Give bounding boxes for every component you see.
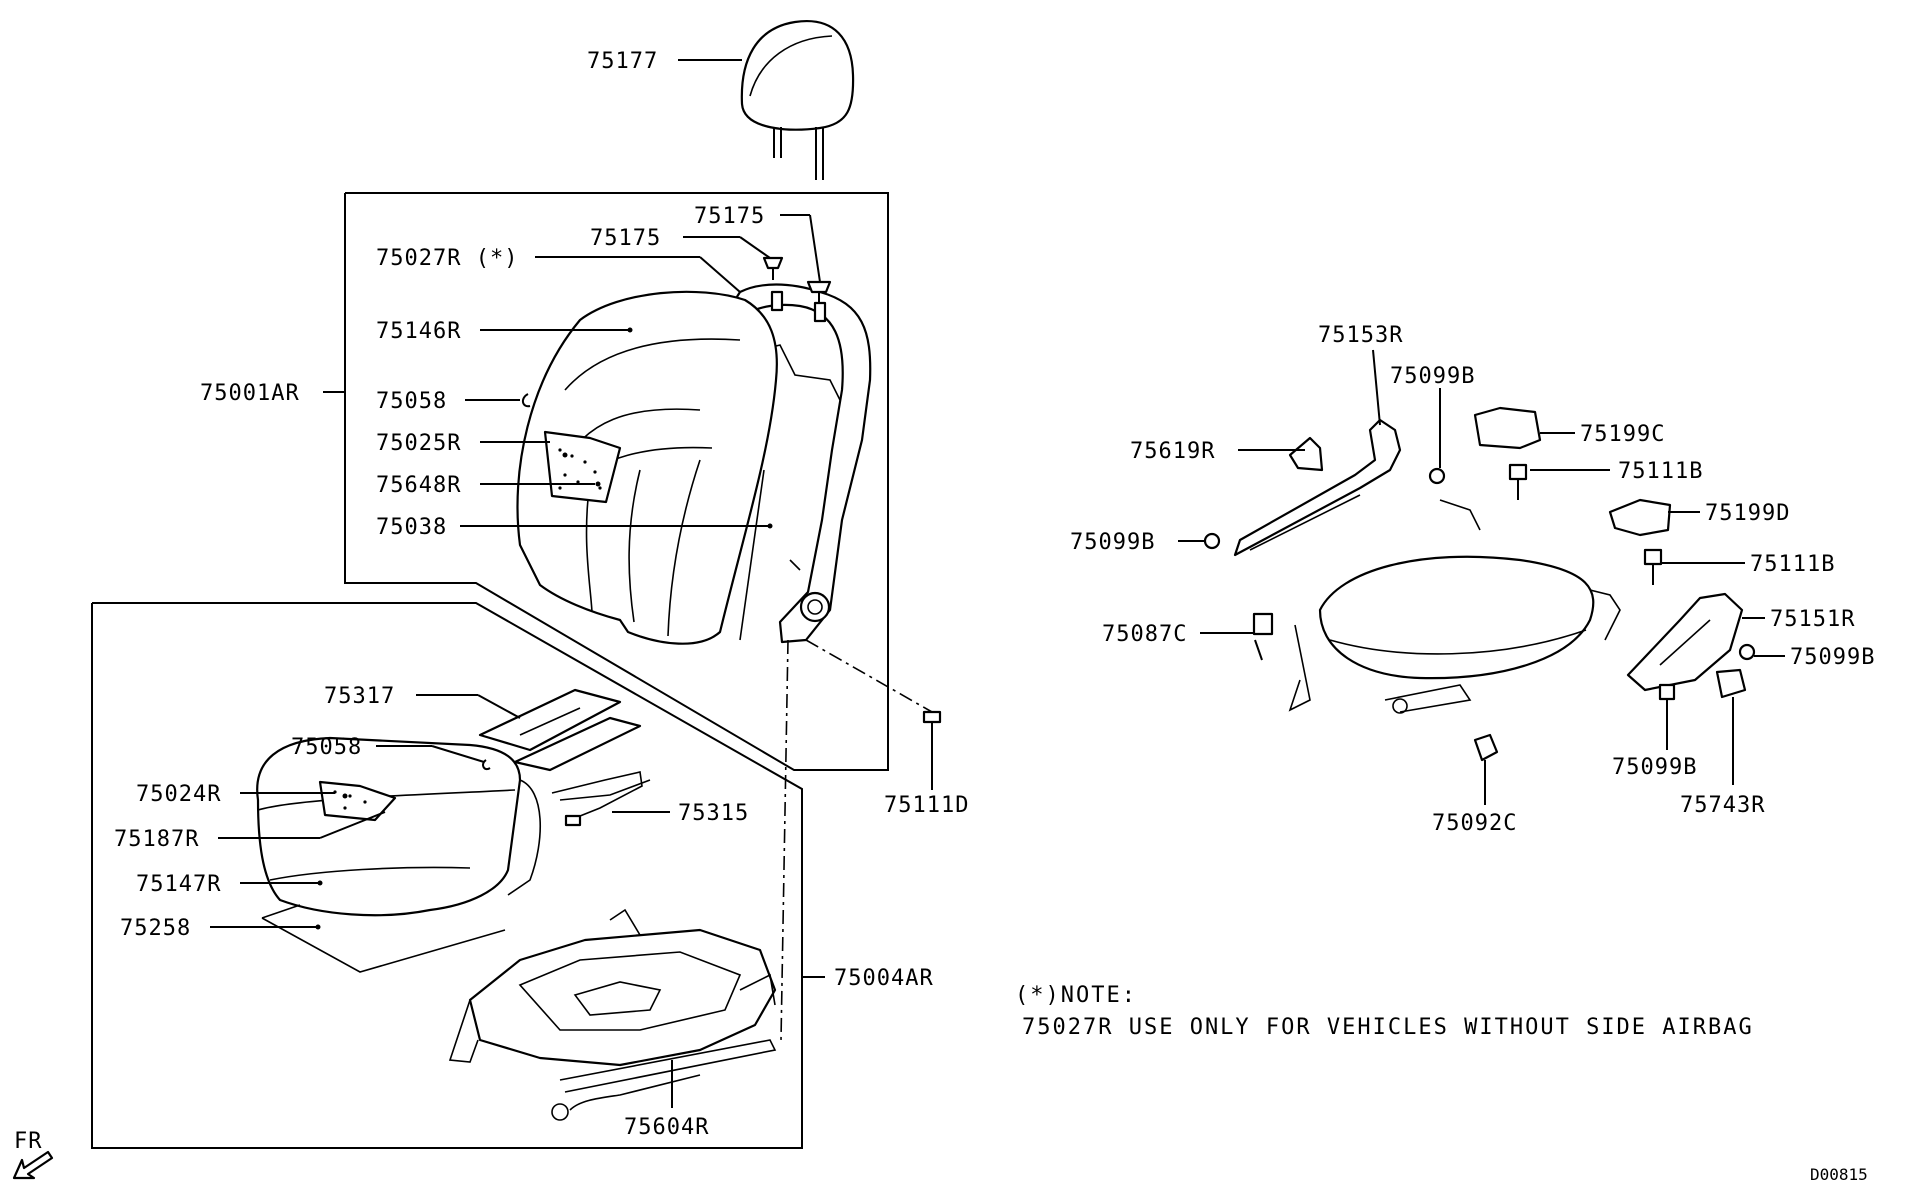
bolt-75099B-b[interactable] bbox=[1203, 532, 1221, 550]
label-75111B-b: 75111B bbox=[1750, 552, 1835, 577]
label-75099B-c: 75099B bbox=[1790, 645, 1875, 670]
label-75147R: 75147R bbox=[136, 872, 221, 897]
label-75038: 75038 bbox=[376, 515, 447, 540]
cushion-harness-75315[interactable] bbox=[551, 771, 651, 827]
label-75111B-a: 75111B bbox=[1618, 459, 1703, 484]
label-75177: 75177 bbox=[587, 49, 658, 74]
slide-rail-75153R[interactable] bbox=[1233, 418, 1402, 557]
label-75315: 75315 bbox=[678, 801, 749, 826]
bolt-75099B-a[interactable] bbox=[1428, 467, 1446, 485]
label-75199D: 75199D bbox=[1705, 501, 1790, 526]
label-75187R: 75187R bbox=[114, 827, 199, 852]
diagram-id: D00815 bbox=[1810, 1165, 1868, 1184]
cushion-assembly-box bbox=[91, 602, 803, 1149]
label-75619R: 75619R bbox=[1130, 439, 1215, 464]
leader-lines bbox=[210, 59, 1785, 1108]
seat-cushion-frame[interactable] bbox=[448, 908, 777, 1121]
label-75175-a: 75175 bbox=[694, 204, 765, 229]
cover-75199C[interactable] bbox=[1473, 406, 1542, 450]
clip-75175-left[interactable] bbox=[762, 256, 784, 280]
cushion-pad[interactable] bbox=[256, 736, 542, 917]
label-75175-b: 75175 bbox=[590, 226, 661, 251]
front-direction-label: FR bbox=[14, 1129, 43, 1154]
label-75258: 75258 bbox=[120, 916, 191, 941]
label-75058-back: 75058 bbox=[376, 389, 447, 414]
hog-ring-75058-cushion[interactable] bbox=[482, 759, 491, 770]
front-direction-indicator: FR bbox=[12, 1129, 54, 1180]
part-labels: 75177 75175 75175 75027R (*) 75146R 7500… bbox=[114, 49, 1875, 1140]
label-75099B-a: 75099B bbox=[1390, 364, 1475, 389]
front-arrow-icon bbox=[12, 1150, 54, 1180]
label-75027R: 75027R (*) bbox=[376, 246, 518, 271]
seatback-assembly-box bbox=[344, 192, 889, 771]
cover-75199D[interactable] bbox=[1608, 498, 1672, 537]
label-75111D: 75111D bbox=[884, 793, 969, 818]
label-75092C: 75092C bbox=[1432, 811, 1517, 836]
label-75087C: 75087C bbox=[1102, 622, 1187, 647]
seatback-frame[interactable] bbox=[728, 283, 872, 644]
cushion-panel-75258[interactable] bbox=[261, 904, 506, 973]
label-75099B-b: 75099B bbox=[1070, 530, 1155, 555]
clip-75175-right[interactable] bbox=[806, 280, 832, 304]
note-block: (*)NOTE: 75027R USE ONLY FOR VEHICLES WI… bbox=[1015, 983, 1754, 1040]
label-75001AR: 75001AR bbox=[200, 381, 300, 406]
cushion-heater[interactable] bbox=[318, 780, 397, 822]
hog-ring-75058-back[interactable] bbox=[522, 393, 531, 408]
bolt-75111D[interactable] bbox=[922, 710, 942, 736]
label-75743R: 75743R bbox=[1680, 793, 1765, 818]
label-75099B-d: 75099B bbox=[1612, 755, 1697, 780]
bracket-75619R[interactable] bbox=[1288, 436, 1324, 472]
cushion-mat-75317[interactable] bbox=[478, 688, 642, 772]
label-75058-cushion: 75058 bbox=[291, 735, 362, 760]
label-75151R: 75151R bbox=[1770, 607, 1855, 632]
bolt-75099B-d[interactable] bbox=[1658, 683, 1676, 710]
note-heading: (*)NOTE: bbox=[1015, 983, 1137, 1008]
label-75025R: 75025R bbox=[376, 431, 461, 456]
headrest[interactable] bbox=[740, 19, 855, 180]
note-text: 75027R USE ONLY FOR VEHICLES WITHOUT SID… bbox=[1022, 1015, 1754, 1040]
label-75199C: 75199C bbox=[1580, 422, 1665, 447]
bolt-75111B-b[interactable] bbox=[1643, 548, 1663, 585]
nut-75087C[interactable] bbox=[1252, 612, 1274, 636]
label-75648R: 75648R bbox=[376, 473, 461, 498]
label-75004AR: 75004AR bbox=[834, 966, 934, 991]
label-75153R: 75153R bbox=[1318, 323, 1403, 348]
label-75024R: 75024R bbox=[136, 782, 221, 807]
label-75604R: 75604R bbox=[624, 1115, 709, 1140]
bolt-75111B-a[interactable] bbox=[1508, 463, 1528, 500]
clip-75092C[interactable] bbox=[1473, 733, 1499, 762]
label-75317: 75317 bbox=[324, 684, 395, 709]
knob-75743R[interactable] bbox=[1715, 668, 1747, 699]
label-75146R: 75146R bbox=[376, 319, 461, 344]
bolt-75099B-c[interactable] bbox=[1738, 643, 1756, 661]
seat-cushion-small[interactable] bbox=[1288, 499, 1621, 714]
